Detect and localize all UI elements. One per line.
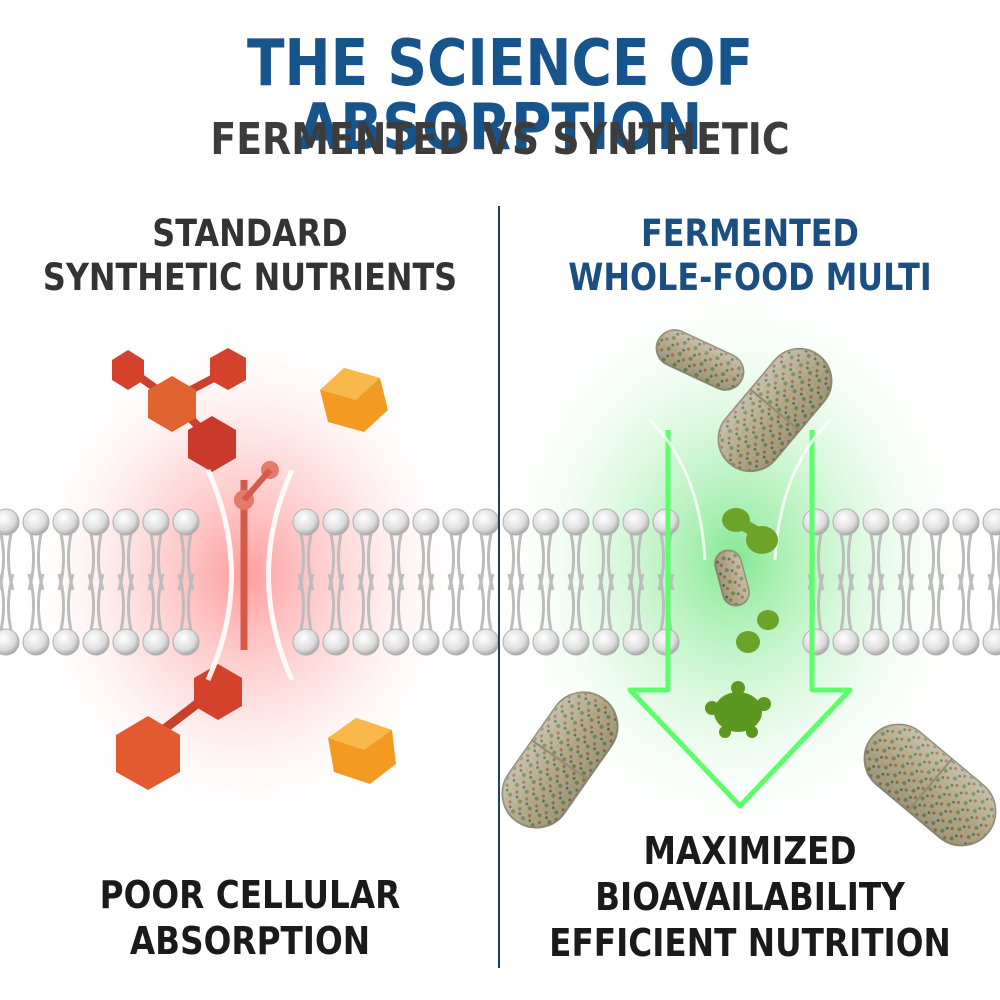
probiotic-cell-icon bbox=[736, 610, 779, 653]
capsule-icon bbox=[655, 329, 745, 391]
fermented-heading: FERMENTED WHOLE-FOOD MULTI bbox=[535, 212, 965, 300]
synthetic-molecule-icon bbox=[112, 348, 246, 472]
barrier-arc bbox=[205, 468, 234, 682]
fermented-heading-line1: FERMENTED bbox=[641, 212, 859, 255]
page-subtitle: FERMENTED VS SYNTHETIC bbox=[210, 114, 790, 165]
capsule-icon bbox=[717, 347, 833, 473]
fermented-heading-line2: WHOLE-FOOD MULTI bbox=[568, 256, 932, 299]
capsule-icon bbox=[863, 723, 997, 847]
fermented-result-line2: BIOAVAILABILITY bbox=[595, 875, 905, 919]
orange-cube-icon bbox=[328, 718, 396, 784]
synthetic-molecule-icon bbox=[116, 664, 242, 790]
center-divider bbox=[498, 206, 500, 968]
orange-cube-icon bbox=[320, 368, 388, 432]
synthetic-heading: STANDARD SYNTHETIC NUTRIENTS bbox=[35, 212, 465, 300]
capsule-icon bbox=[714, 549, 750, 607]
barrier-arc bbox=[266, 468, 295, 682]
synthetic-result: POOR CELLULAR ABSORPTION bbox=[35, 872, 465, 964]
fermented-result: MAXIMIZED BIOAVAILABILITY EFFICIENT NUTR… bbox=[535, 828, 965, 966]
synthetic-heading-line2: SYNTHETIC NUTRIENTS bbox=[42, 256, 458, 299]
probiotic-cell-icon bbox=[722, 508, 778, 554]
synthetic-result-line1: POOR CELLULAR bbox=[99, 873, 401, 917]
probiotic-cell-icon bbox=[705, 681, 771, 738]
capsule-icon bbox=[501, 691, 619, 829]
down-arrow-icon bbox=[627, 430, 853, 809]
synthetic-result-line2: ABSORPTION bbox=[129, 919, 371, 963]
synthetic-heading-line1: STANDARD bbox=[152, 212, 348, 255]
blocked-molecule-icon bbox=[234, 461, 279, 650]
page-title: THE SCIENCE OF ABSORPTION bbox=[246, 27, 754, 165]
fermented-result-line3: EFFICIENT NUTRITION bbox=[549, 921, 951, 965]
fermented-result-line1: MAXIMIZED bbox=[643, 829, 857, 873]
